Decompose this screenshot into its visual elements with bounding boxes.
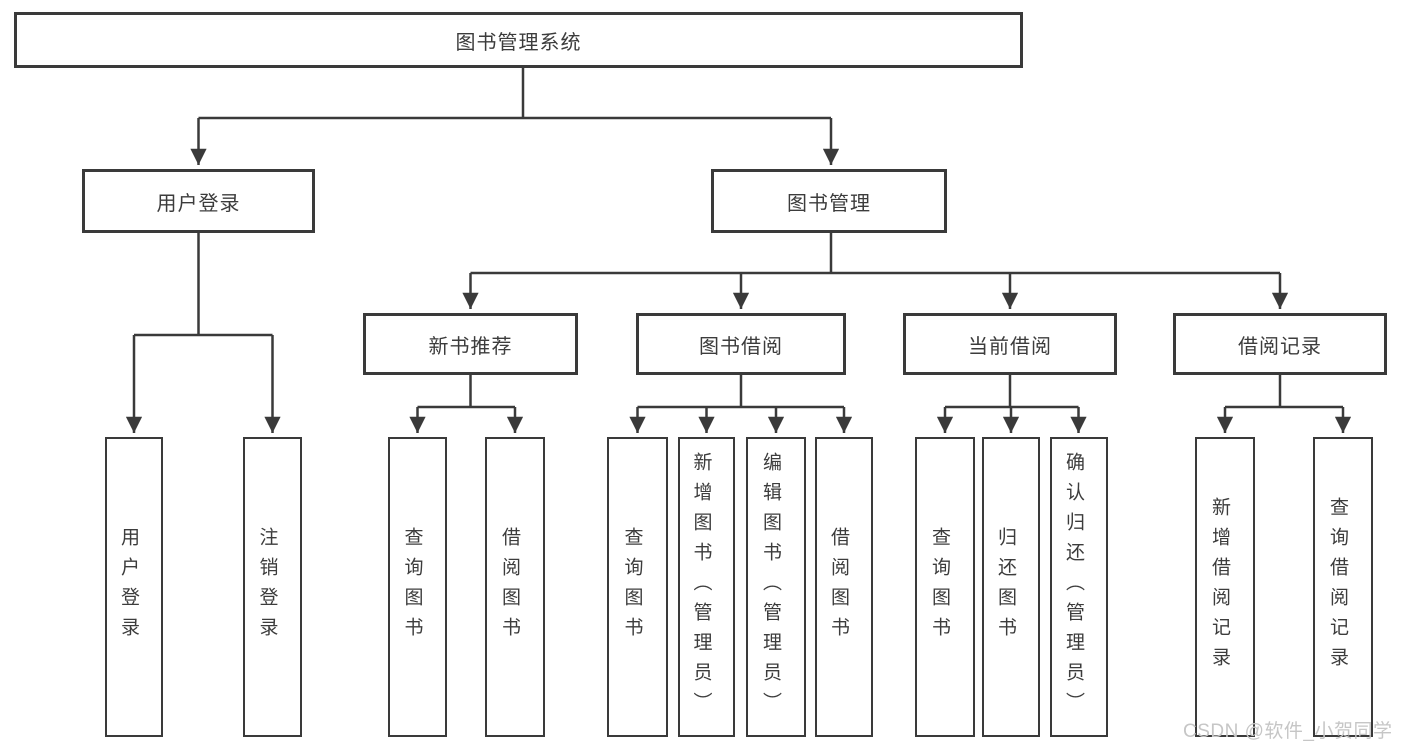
node-borrowing-records-label: 借阅记录 bbox=[1238, 335, 1322, 358]
leaf-add-books-admin-label: 新增图书（管理员） bbox=[690, 452, 712, 722]
node-new-book-recommendation-label: 新书推荐 bbox=[428, 335, 513, 358]
leaf-add-books-admin: 新增图书（管理员） bbox=[678, 437, 735, 737]
leaf-recommend-borrow-books-label: 借阅图书 bbox=[499, 527, 520, 647]
leaf-confirm-return-admin: 确认归还（管理员） bbox=[1050, 437, 1108, 737]
leaf-recommend-query-books-label: 查询图书 bbox=[401, 527, 423, 647]
leaf-edit-books-admin: 编辑图书（管理员） bbox=[746, 437, 806, 737]
node-root-label: 图书管理系统 bbox=[455, 31, 582, 54]
node-root: 图书管理系统 bbox=[14, 12, 1023, 68]
node-current-borrowing-label: 当前借阅 bbox=[968, 335, 1052, 358]
leaf-user-login-label: 用户登录 bbox=[118, 527, 139, 647]
leaf-recommend-borrow-books: 借阅图书 bbox=[485, 437, 545, 737]
leaf-current-query-books: 查询图书 bbox=[915, 437, 975, 737]
leaf-recommend-query-books: 查询图书 bbox=[388, 437, 447, 737]
node-user-login: 用户登录 bbox=[82, 169, 315, 233]
node-borrowing-records: 借阅记录 bbox=[1173, 313, 1387, 375]
leaf-query-borrow-record: 查询借阅记录 bbox=[1313, 437, 1373, 737]
node-book-borrowing-label: 图书借阅 bbox=[699, 335, 783, 358]
leaf-logout: 注销登录 bbox=[243, 437, 302, 737]
leaf-return-books: 归还图书 bbox=[982, 437, 1040, 737]
leaf-borrowing-query-books: 查询图书 bbox=[607, 437, 668, 737]
leaf-borrowing-borrow-books-label: 借阅图书 bbox=[828, 527, 849, 647]
node-new-book-recommendation: 新书推荐 bbox=[363, 313, 578, 375]
leaf-return-books-label: 归还图书 bbox=[995, 527, 1016, 647]
leaf-add-borrow-record: 新增借阅记录 bbox=[1195, 437, 1255, 737]
leaf-borrowing-query-books-label: 查询图书 bbox=[621, 527, 643, 647]
leaf-query-borrow-record-label: 查询借阅记录 bbox=[1327, 497, 1348, 677]
node-user-login-label: 用户登录 bbox=[156, 192, 241, 215]
node-book-management: 图书管理 bbox=[711, 169, 947, 233]
leaf-current-query-books-label: 查询图书 bbox=[929, 527, 950, 647]
csdn-watermark: CSDN @软件_小贺同学 bbox=[1183, 721, 1393, 742]
leaf-add-borrow-record-label: 新增借阅记录 bbox=[1209, 497, 1230, 677]
leaf-borrowing-borrow-books: 借阅图书 bbox=[815, 437, 873, 737]
node-current-borrowing: 当前借阅 bbox=[903, 313, 1117, 375]
leaf-user-login: 用户登录 bbox=[105, 437, 163, 737]
leaf-edit-books-admin-label: 编辑图书（管理员） bbox=[760, 452, 781, 722]
node-book-borrowing: 图书借阅 bbox=[636, 313, 846, 375]
node-book-management-label: 图书管理 bbox=[787, 192, 871, 215]
leaf-confirm-return-admin-label: 确认归还（管理员） bbox=[1063, 452, 1084, 722]
leaf-logout-label: 注销登录 bbox=[256, 527, 278, 647]
